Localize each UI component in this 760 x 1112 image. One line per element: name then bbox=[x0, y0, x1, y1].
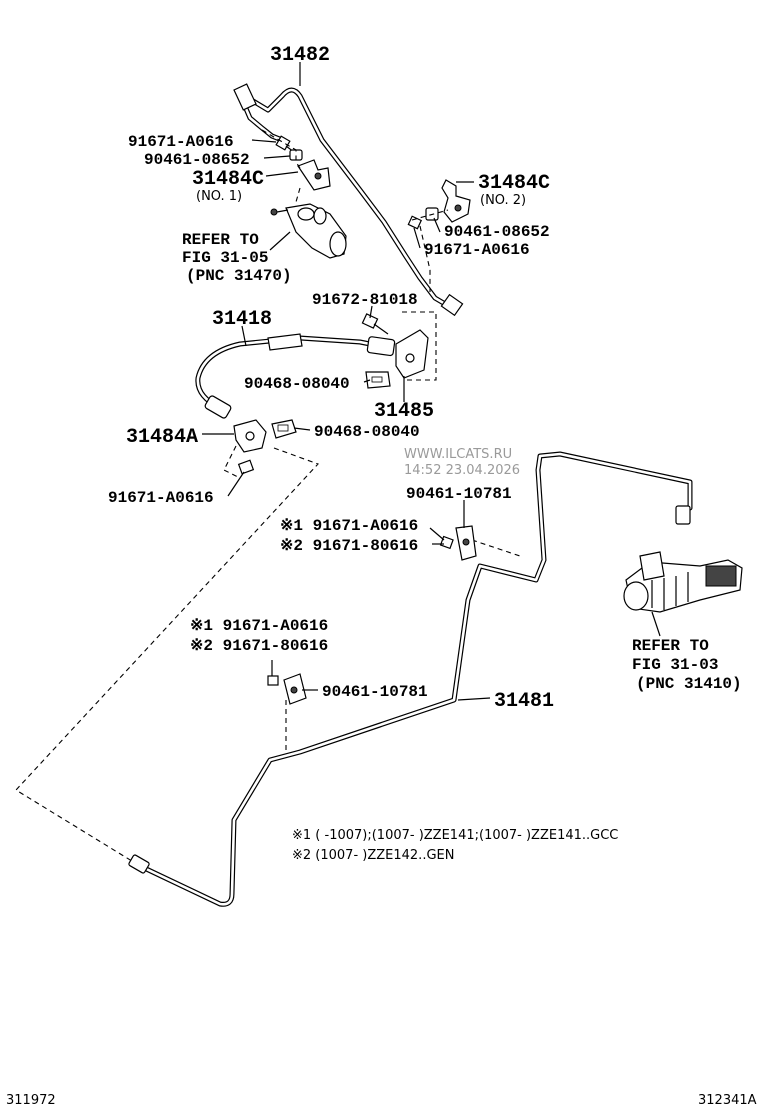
assembly-line-top bbox=[261, 129, 301, 169]
bracket-31484a[interactable] bbox=[233, 419, 267, 453]
bolt-91671-a0616-left[interactable] bbox=[237, 459, 255, 475]
refer-left-line1: REFER TO bbox=[182, 231, 259, 249]
label-31484c-left[interactable]: 31484C bbox=[192, 168, 264, 191]
assembly-line-top-2 bbox=[295, 187, 301, 203]
label-31485[interactable]: 31485 bbox=[374, 400, 434, 423]
label-31481[interactable]: 31481 bbox=[494, 690, 554, 713]
footer-right-code: 312341A bbox=[698, 1093, 757, 1108]
clamp-90461-10781-upper[interactable] bbox=[455, 525, 477, 561]
label-31484c-right[interactable]: 31484C bbox=[478, 172, 550, 195]
assembly-line-right-2 bbox=[419, 225, 431, 292]
label-90468-08040-upper[interactable]: 90468-08040 bbox=[244, 375, 350, 393]
label-91672-81018[interactable]: 91672-81018 bbox=[312, 291, 418, 309]
watermark-timestamp: 14:52 23.04.2026 bbox=[404, 463, 520, 478]
label-n1-91671-a0616-low[interactable]: ※1 91671-A0616 bbox=[190, 617, 328, 635]
assembly-box-31485 bbox=[402, 311, 437, 381]
refer-left-line3[interactable]: (PNC 31470) bbox=[186, 267, 292, 285]
label-91671-a0616-top[interactable]: 91671-A0616 bbox=[128, 133, 234, 151]
label-n2-91671-80616-mid[interactable]: ※2 91671-80616 bbox=[280, 537, 418, 555]
bolt-91671-a0616-low[interactable] bbox=[267, 675, 279, 686]
pipe-31482[interactable] bbox=[233, 83, 464, 317]
clutch-master-cylinder[interactable] bbox=[623, 551, 743, 613]
bolt-91671-a0616-right[interactable] bbox=[407, 215, 423, 230]
flexible-hose-31418[interactable] bbox=[195, 333, 396, 419]
clutch-release-cylinder[interactable] bbox=[270, 203, 347, 259]
bracket-31484c-no2[interactable] bbox=[441, 179, 471, 223]
label-31418[interactable]: 31418 bbox=[212, 308, 272, 331]
footer-left-code: 311972 bbox=[6, 1093, 56, 1108]
assembly-line-31484a bbox=[223, 445, 241, 479]
label-31482[interactable]: 31482 bbox=[270, 44, 330, 67]
refer-right-line2[interactable]: FIG 31-03 bbox=[632, 656, 718, 674]
label-90461-10781-upper[interactable]: 90461-10781 bbox=[406, 485, 512, 503]
watermark-site: WWW.ILCATS.RU bbox=[404, 447, 512, 462]
label-90468-08040-lower[interactable]: 90468-08040 bbox=[314, 423, 420, 441]
label-90461-08652-left[interactable]: 90461-08652 bbox=[144, 151, 250, 169]
bracket-31484c-no1[interactable] bbox=[297, 159, 331, 191]
clip-90468-08040-upper[interactable] bbox=[365, 371, 391, 389]
label-91671-a0616-right[interactable]: 91671-A0616 bbox=[424, 241, 530, 259]
clamp-90461-10781-lower[interactable] bbox=[283, 673, 307, 705]
bracket-31485[interactable] bbox=[395, 329, 429, 379]
label-31484a[interactable]: 31484A bbox=[126, 426, 198, 449]
label-n2-91671-80616-low[interactable]: ※2 91671-80616 bbox=[190, 637, 328, 655]
leader-lines bbox=[202, 62, 661, 701]
label-90461-08652-right[interactable]: 90461-08652 bbox=[444, 223, 550, 241]
refer-left-line2[interactable]: FIG 31-05 bbox=[182, 249, 268, 267]
label-31484c-right-sub: (NO. 2) bbox=[480, 193, 526, 208]
clip-90468-08040-lower[interactable] bbox=[271, 419, 297, 439]
routing-dashed-left bbox=[15, 447, 319, 867]
refer-right-line3[interactable]: (PNC 31410) bbox=[636, 675, 742, 693]
assembly-line-right bbox=[411, 209, 449, 221]
label-90461-10781-lower[interactable]: 90461-10781 bbox=[322, 683, 428, 701]
refer-right-line1: REFER TO bbox=[632, 637, 709, 655]
note-1: ※1 ( -1007);(1007- )ZZE141;(1007- )ZZE14… bbox=[292, 828, 618, 843]
label-n1-91671-a0616-mid[interactable]: ※1 91671-A0616 bbox=[280, 517, 418, 535]
bolt-91672-81018[interactable] bbox=[361, 313, 389, 335]
pipe-31481[interactable] bbox=[128, 451, 693, 907]
routing-dashed-mid bbox=[471, 539, 521, 557]
label-91671-a0616-left[interactable]: 91671-A0616 bbox=[108, 489, 214, 507]
note-2: ※2 (1007- )ZZE142..GEN bbox=[292, 848, 454, 863]
label-31484c-left-sub: (NO. 1) bbox=[196, 189, 242, 204]
